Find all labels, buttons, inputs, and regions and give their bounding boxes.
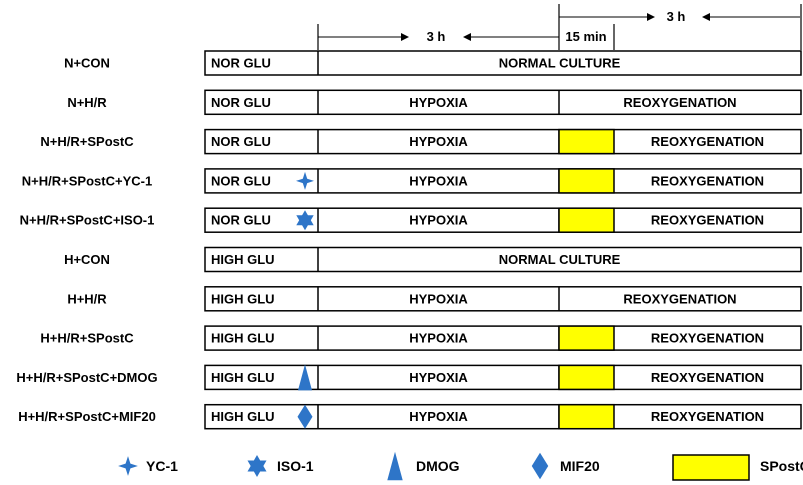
legend-item: YC-1 [118, 456, 178, 476]
reoxygenation-label: REOXYGENATION [651, 134, 764, 149]
row-label: N+CON [64, 56, 110, 71]
spostc-swatch [672, 454, 750, 481]
row-label: H+H/R [67, 291, 107, 306]
reoxygenation-label: REOXYGENATION [651, 331, 764, 346]
row-label: N+H/R+SPostC [40, 134, 134, 149]
row-label: H+H/R+SPostC [40, 331, 134, 346]
reoxygenation-label: REOXYGENATION [651, 213, 764, 228]
legend-label: DMOG [416, 458, 460, 474]
protocol-row: H+H/R+SPostC+MIF20 HIGH GLU HYPOXIA REOXYGE… [18, 403, 802, 430]
yc1-icon [296, 171, 314, 190]
row-label: N+H/R [67, 95, 107, 110]
protocol-row: H+CON HIGH GLU NORMAL CULTURE [64, 246, 802, 273]
legend: YC-1 ISO-1 DMOG MIF20 SPostC [118, 451, 803, 481]
legend-item: ISO-1 [247, 455, 314, 477]
hypoxia-label: HYPOXIA [409, 331, 468, 346]
normal-culture-label: NORMAL CULTURE [499, 252, 621, 267]
pretreatment-label: HIGH GLU [211, 252, 275, 267]
row-label: N+H/R+SPostC+YC-1 [22, 173, 152, 188]
hypoxia-label: HYPOXIA [409, 370, 468, 385]
reox-duration-label: 3 h [667, 9, 686, 24]
postc-duration-label: 15 min [565, 29, 606, 44]
hypoxia-label: HYPOXIA [409, 95, 468, 110]
spostc-block [558, 207, 615, 233]
row-box [204, 128, 802, 155]
protocol-row: H+H/R HIGH GLU HYPOXIA REOXYGENATION [67, 286, 802, 312]
protocol-row: N+H/R+SPostC NOR GLU HYPOXIA REOXYGENATION [40, 128, 802, 155]
pretreatment-label: NOR GLU [211, 56, 271, 71]
hypoxia-label: HYPOXIA [409, 173, 468, 188]
reoxygenation-label: REOXYGENATION [651, 173, 764, 188]
mif20-icon [531, 452, 549, 480]
protocol-row: H+H/R+SPostC HIGH GLU HYPOXIA REOXYGENATION [40, 325, 802, 351]
legend-label: MIF20 [560, 458, 600, 474]
spostc-block [558, 128, 615, 155]
pretreatment-label: NOR GLU [211, 95, 271, 110]
row-label: H+H/R+SPostC+MIF20 [18, 409, 156, 424]
legend-label: YC-1 [146, 458, 178, 474]
normal-culture-label: NORMAL CULTURE [499, 56, 621, 71]
legend-label: SPostC [760, 458, 803, 474]
pretreatment-label: NOR GLU [211, 213, 271, 228]
mif20-icon [297, 404, 313, 429]
hypoxia-label: HYPOXIA [409, 213, 468, 228]
pretreatment-label: HIGH GLU [211, 291, 275, 306]
row-label: N+H/R+SPostC+ISO-1 [20, 213, 155, 228]
spostc-block [558, 325, 615, 351]
legend-label: ISO-1 [277, 458, 314, 474]
pretreatment-label: NOR GLU [211, 173, 271, 188]
pretreatment-label: HIGH GLU [211, 331, 275, 346]
reoxygenation-label: REOXYGENATION [623, 291, 736, 306]
protocol-row: H+H/R+SPostC+DMOG HIGH GLU HYPOXIA REOXYGEN… [16, 364, 802, 391]
row-box [204, 325, 802, 351]
protocol-row: N+H/R NOR GLU HYPOXIA REOXYGENATION [67, 89, 802, 116]
hypoxia-label: HYPOXIA [409, 291, 468, 306]
row-box [204, 286, 802, 312]
protocol-rows: N+CON NOR GLU NORMAL CULTURE N+H/R NOR GLU HY… [16, 50, 802, 430]
legend-item: MIF20 [531, 452, 600, 480]
row-label: H+H/R+SPostC+DMOG [16, 370, 157, 385]
iso1-icon [296, 210, 314, 231]
hypoxia-duration-label: 3 h [427, 29, 446, 44]
pretreatment-label: HIGH GLU [211, 409, 275, 424]
protocol-row: N+H/R+SPostC+YC-1 NOR GLU HYPOXIA REOXYGENA… [22, 168, 802, 194]
reoxygenation-label: REOXYGENATION [651, 409, 764, 424]
row-box [204, 246, 802, 273]
spostc-block [558, 403, 615, 430]
dmog-icon [387, 451, 403, 481]
reoxygenation-label: REOXYGENATION [623, 95, 736, 110]
dmog-icon [298, 364, 312, 391]
spostc-block [558, 364, 615, 391]
protocol-row: N+H/R+SPostC+ISO-1 NOR GLU HYPOXIA REOXYGEN… [20, 207, 802, 233]
legend-item: DMOG [387, 451, 460, 481]
row-box [204, 89, 802, 116]
spostc-block [558, 168, 615, 194]
row-label: H+CON [64, 252, 110, 267]
hypoxia-label: HYPOXIA [409, 134, 468, 149]
pretreatment-label: NOR GLU [211, 134, 271, 149]
hypoxia-label: HYPOXIA [409, 409, 468, 424]
timeline-header: 3 h 15 min 3 h [317, 4, 802, 50]
legend-item: SPostC [672, 454, 803, 481]
yc1-icon [118, 456, 138, 476]
row-box [204, 50, 802, 76]
iso1-icon [247, 455, 267, 477]
pretreatment-label: HIGH GLU [211, 370, 275, 385]
reoxygenation-label: REOXYGENATION [651, 370, 764, 385]
protocol-row: N+CON NOR GLU NORMAL CULTURE [64, 50, 802, 76]
